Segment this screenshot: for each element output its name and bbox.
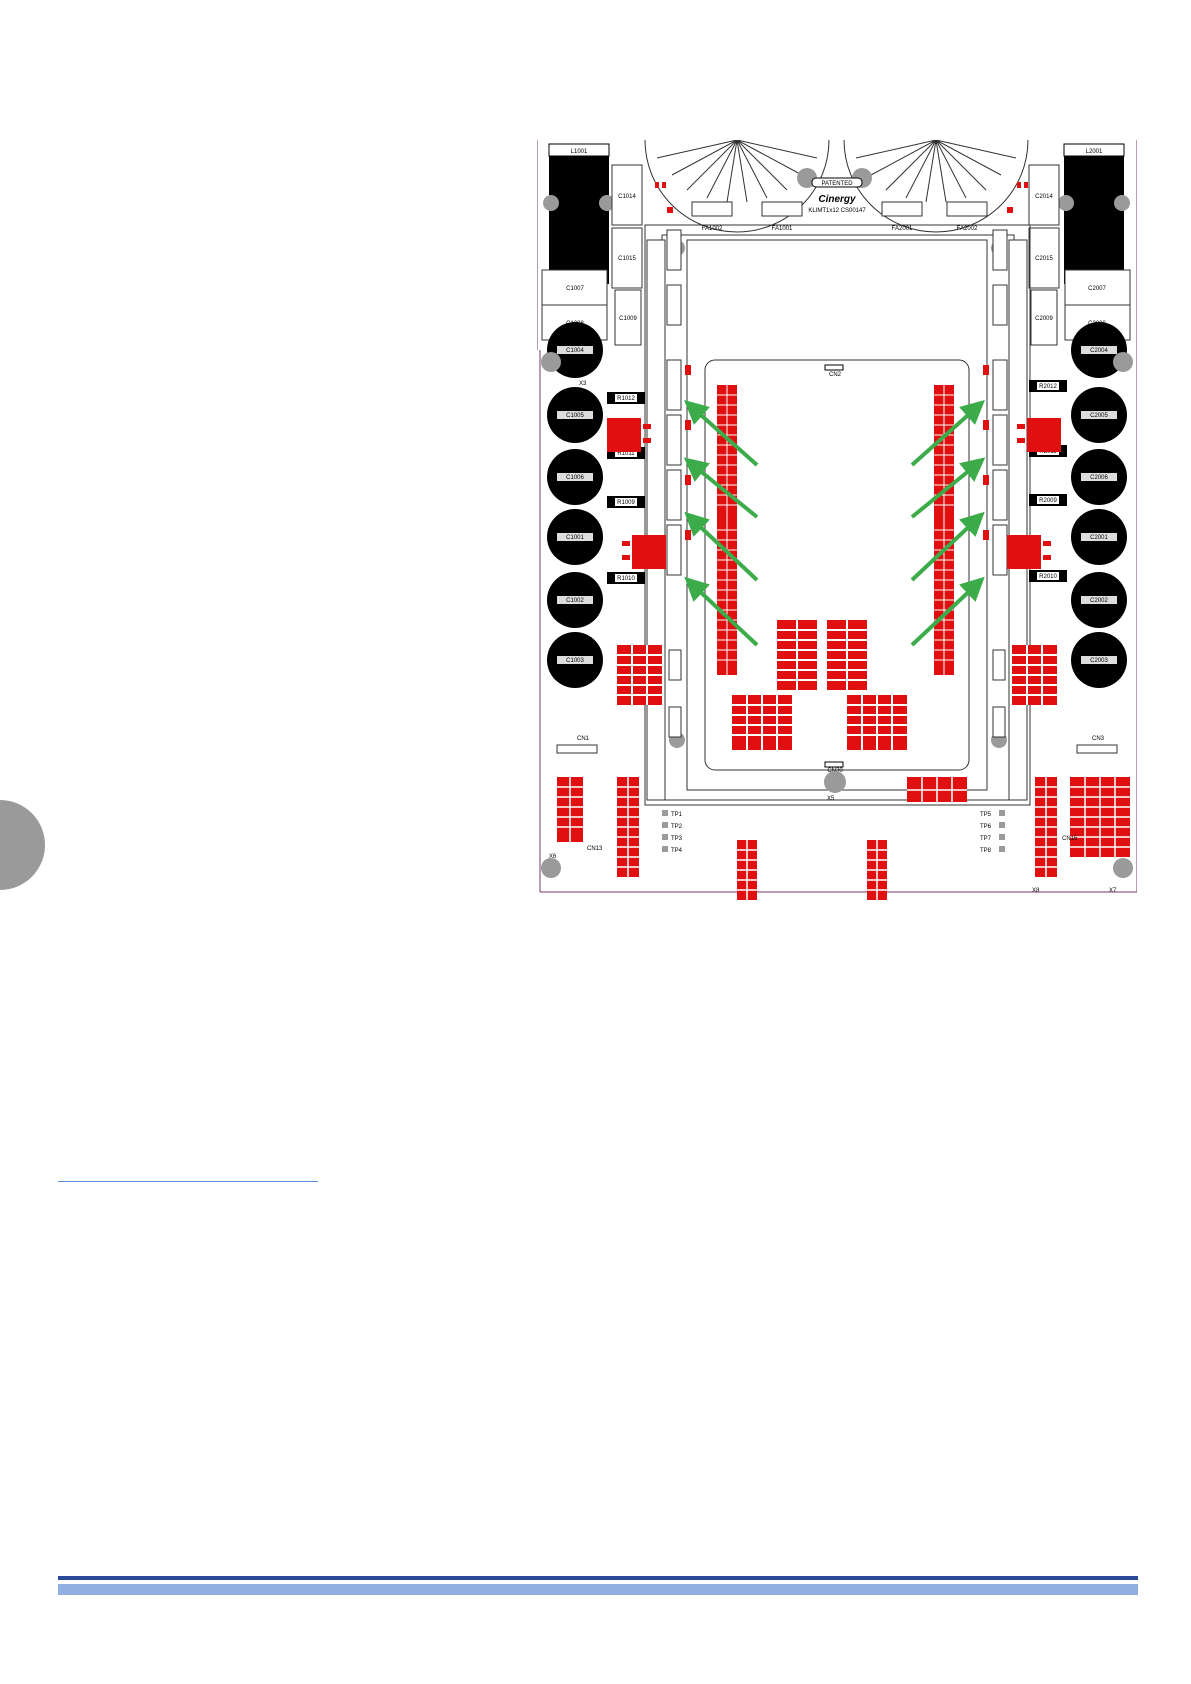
tp-label: TP5 [980,812,992,818]
brand-logo: Cinergy [818,194,856,205]
heatsink-frame [644,224,1031,806]
green-arrows-left [683,400,759,647]
toroid-left [644,139,830,233]
x-marker: X4 [1085,369,1093,375]
cn-label: CN13 [587,846,603,852]
cn-label: CN3 [1092,736,1105,742]
ic-bottom-label: CN30 [827,768,843,774]
green-arrows-right [910,400,986,647]
fa-pads [655,182,1028,213]
tp-label: TP8 [980,848,992,854]
x-marker: X6 [549,854,557,860]
res-label: R2010 [1039,574,1057,580]
footnote-separator [58,1181,318,1182]
ec-label: C1003 [566,658,584,664]
smd-array-center [732,620,907,750]
power-resistor-labels: R1012 R1011 R1009 R1010 R2012 R2011 R200… [615,382,1059,582]
inductor-right: L2001 [1058,143,1130,284]
res-label: R1010 [617,576,635,582]
tp-label: TP6 [980,824,992,830]
cn-label: CN1 [577,736,590,742]
cap-label: C2009 [1035,316,1053,322]
ec-label: C2003 [1090,658,1108,664]
regulators [607,418,1061,569]
inductor-left-label: L1001 [571,149,588,155]
cap-label: C2015 [1035,256,1053,262]
ec-label: C2006 [1090,475,1108,481]
board-id: KLIMT1x12 CS00147 [808,208,866,214]
cn-label: CN15 [1062,836,1078,842]
ec-label: C1001 [566,535,584,541]
res-label: R1012 [617,396,635,402]
footer-band-dark [58,1576,1138,1580]
electrolytic-caps-right [1071,322,1127,688]
x-marker: X8 [1032,888,1040,894]
res-label: R2012 [1039,384,1057,390]
cap-label: C1007 [566,286,584,292]
smd-cluster-gaps [617,645,1057,705]
ic-top-connector [824,364,844,371]
ic-top-label: CN2 [829,372,842,378]
ec-label: C1004 [566,348,584,354]
tp-label: TP4 [671,848,683,854]
ec-label: C1006 [566,475,584,481]
connector-labels: CN1 CN3 CN13 CN15 [577,736,1105,852]
ec-label: C1002 [566,598,584,604]
heatsink-rails [646,239,1028,801]
ec-label: C2005 [1090,413,1108,419]
ec-label: C2002 [1090,598,1108,604]
tp-label: TP1 [671,812,683,818]
bottom-headers [557,777,1130,900]
fa-label: FA1001 [772,226,793,232]
ic-bottom-connector [824,761,844,768]
cap-label: C1014 [618,194,636,200]
x-markers: X3 X4 X5 X6 X7 X8 [549,369,1117,894]
electrolytic-labels-right: C2004 C2005 C2006 C2001 C2002 C2003 [1081,346,1117,664]
brand-block: Cinergy KLIMT1x12 CS00147 PATENTED [808,177,866,214]
cap-label: C1015 [618,256,636,262]
x-marker: X3 [579,381,587,387]
tp-label: TP3 [671,836,683,842]
transistors-left [666,229,682,576]
x-marker: X7 [1109,888,1117,894]
mount-holes-sides [541,352,1133,878]
res-label: R1009 [617,500,635,506]
board-outline [536,140,1138,893]
x-marker: X5 [827,796,835,802]
page-tab-marker [0,800,45,890]
ec-label: C2001 [1090,535,1108,541]
res-label: R2009 [1039,498,1057,504]
tp-label: TP2 [671,824,683,830]
patented-badge: PATENTED [821,181,853,187]
test-points [662,810,1005,852]
ec-label: C2004 [1090,348,1108,354]
toroid-right [843,139,1029,233]
smd-array-gaps [732,620,907,750]
fa-label: FA2001 [892,226,913,232]
test-point-labels: TP1 TP2 TP3 TP4 TP5 TP6 TP7 TP8 [671,812,992,854]
cap-label: C2014 [1035,194,1053,200]
transistors-right [992,229,1008,576]
inductor-right-label: L2001 [1086,149,1103,155]
electrolytic-labels-left: C1004 C1005 C1006 C1001 C1002 C1003 [557,346,593,664]
ec-label: C1005 [566,413,584,419]
bottom-header-gaps [557,777,1130,900]
tp-label: TP7 [980,836,992,842]
electrolytic-caps-left [547,322,603,688]
pcb-layout-figure: L1001 L2001 C1014 C1015 C1007 C1008 C100… [536,139,1138,905]
fa-connectors [691,201,988,217]
fa-label: FA2002 [957,226,978,232]
cap-label: C2007 [1088,286,1106,292]
footer-band-light [58,1584,1138,1595]
connectors-small [556,649,1118,754]
cap-label: C1009 [619,316,637,322]
fa-labels: FA1002 FA1001 FA2001 FA2002 [702,226,978,232]
fa-label: FA1002 [702,226,723,232]
res-label: R1011 [617,451,635,457]
inductor-left: L1001 [543,143,615,284]
